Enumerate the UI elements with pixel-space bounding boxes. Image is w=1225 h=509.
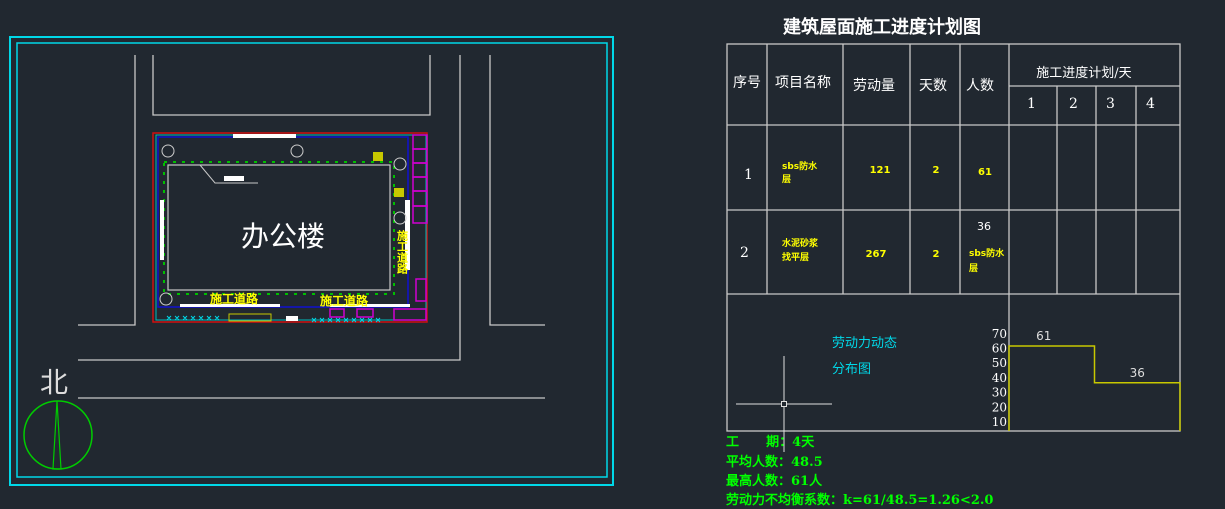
labor-chart — [1008, 345, 1181, 431]
overlap-label: 层 — [969, 263, 978, 274]
building-label: 办公楼 — [241, 220, 325, 253]
item-name: sbs防水 — [782, 160, 818, 172]
y-tick-label: 10 — [992, 415, 1007, 429]
site-plan — [152, 132, 428, 323]
row-number: 1 — [744, 167, 753, 183]
road-label: 施工道路 — [210, 291, 259, 306]
people-cell: 61 — [978, 167, 992, 178]
header-cell: 劳动量 — [853, 78, 895, 94]
y-tick-label: 70 — [992, 327, 1007, 341]
y-tick-label: 40 — [992, 371, 1007, 385]
people-cell: 36 — [977, 220, 991, 233]
day-header: 3 — [1106, 96, 1115, 112]
item-name: 层 — [782, 174, 791, 185]
chart-title: 劳动力动态 — [832, 335, 897, 351]
summary-duration: 工 期：4天 — [726, 435, 815, 450]
day-header: 1 — [1027, 96, 1036, 112]
header-cell: 序号 — [733, 75, 761, 91]
table-header: 序号 项目名称 劳动量 天数 人数 施工进度计划/天 1 2 3 4 — [733, 65, 1155, 112]
schedule-table-grid — [726, 43, 1181, 432]
day-header: 4 — [1146, 96, 1155, 112]
y-tick-label: 50 — [992, 356, 1007, 370]
table-row: 1 sbs防水 层 121 2 61 — [744, 160, 992, 185]
page-title: 建筑屋面施工进度计划图 — [783, 16, 981, 38]
road-label: 施工道路 — [320, 293, 369, 308]
compass-icon — [23, 400, 93, 470]
days-cell: 2 — [933, 165, 940, 176]
fence-marks — [166, 315, 381, 323]
header-cell: 人数 — [966, 78, 994, 94]
header-cell: 天数 — [919, 78, 947, 94]
labor-step-line — [1008, 345, 1181, 431]
data-label: 36 — [1130, 366, 1145, 380]
y-tick-label: 30 — [992, 386, 1007, 400]
labor-cell: 267 — [866, 249, 887, 260]
table-row: 2 水泥砂浆 找平层 267 2 36 sbs防水 层 — [740, 220, 1005, 274]
labor-cell: 121 — [870, 165, 891, 176]
row-number: 2 — [740, 245, 749, 261]
y-tick-label: 60 — [992, 342, 1007, 356]
summary-coefficient: 劳动力不均衡系数：k=61/48.5=1.26<2.0 — [726, 492, 993, 508]
crosshair-cursor-icon — [736, 356, 832, 452]
chart-title: 分布图 — [832, 362, 871, 377]
item-name: 水泥砂浆 — [782, 237, 819, 249]
day-header: 2 — [1069, 96, 1078, 112]
summary-max: 最高人数：61人 — [726, 473, 823, 489]
summary-average: 平均人数：48.5 — [726, 454, 823, 470]
north-label: 北 — [40, 366, 68, 399]
header-cell: 项目名称 — [775, 75, 831, 91]
road-lines — [78, 55, 545, 399]
days-cell: 2 — [933, 249, 940, 260]
data-label: 61 — [1036, 329, 1051, 343]
drawing-frame — [9, 36, 614, 486]
overlap-label: sbs防水 — [969, 247, 1005, 259]
item-name: 找平层 — [782, 251, 809, 263]
y-tick-label: 20 — [992, 400, 1007, 414]
road-label-vertical: 施工道路 — [396, 229, 409, 275]
schedule-header: 施工进度计划/天 — [1036, 65, 1131, 81]
